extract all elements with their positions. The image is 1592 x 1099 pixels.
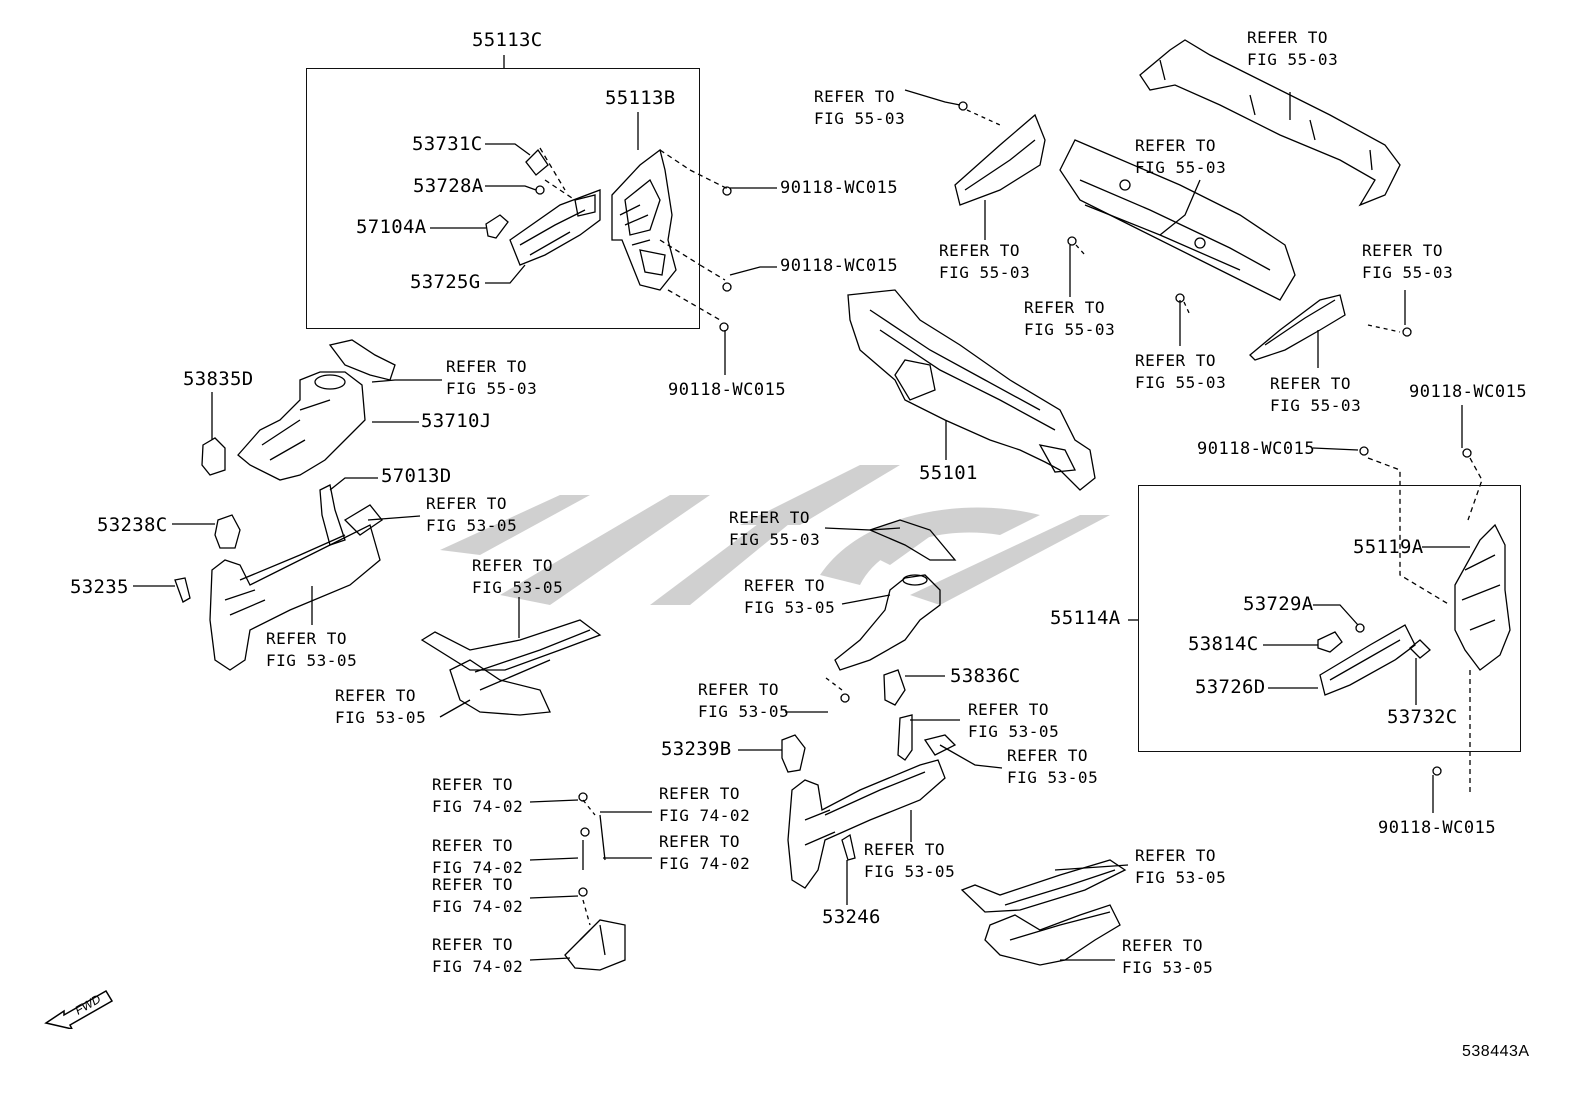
part-label-53238C: 53238C (97, 514, 168, 536)
part-53238C-drawing (214, 514, 241, 549)
refer-fig-55-03[interactable]: REFER TO FIG 55-03 (729, 508, 821, 549)
cowl-side-right (1249, 294, 1346, 361)
group-box-55114A (1138, 485, 1521, 752)
part-55101-drawing (847, 289, 1096, 491)
refer-fig-55-03[interactable]: REFER TO FIG 55-03 (1362, 241, 1454, 282)
part-label-53726D: 53726D (1195, 676, 1266, 698)
part-label-53835D: 53835D (183, 368, 254, 390)
part-label-90118-e: 90118-WC015 (1197, 439, 1316, 459)
part-label-53729A: 53729A (1243, 593, 1314, 615)
refer-fig-55-03[interactable]: REFER TO FIG 55-03 (1135, 136, 1227, 177)
part-53246-drawing (841, 833, 856, 861)
part-label-53235: 53235 (70, 576, 129, 598)
part-label-55113B: 55113B (605, 87, 676, 109)
engine-mount-drawing (564, 792, 626, 971)
refer-fig-53-05[interactable]: REFER TO FIG 53-05 (1122, 936, 1214, 977)
refer-fig-74-02[interactable]: REFER TO FIG 74-02 (432, 935, 524, 976)
refer-fig-53-05[interactable]: REFER TO FIG 53-05 (426, 494, 518, 535)
part-label-53239B: 53239B (661, 738, 732, 760)
front-side-member-right (787, 714, 957, 889)
refer-fig-53-05[interactable]: REFER TO FIG 53-05 (472, 556, 564, 597)
part-label-53731C: 53731C (412, 133, 483, 155)
part-53235-drawing (174, 577, 191, 603)
refer-fig-55-03[interactable]: REFER TO FIG 55-03 (814, 87, 906, 128)
part-label-90118-f: 90118-WC015 (1378, 818, 1497, 838)
refer-fig-55-03[interactable]: REFER TO FIG 55-03 (1270, 374, 1362, 415)
part-53725G-drawing (509, 189, 601, 266)
leader-lines (133, 55, 1470, 961)
refer-fig-74-02[interactable]: REFER TO FIG 74-02 (432, 875, 524, 916)
part-53726D-drawing (1319, 624, 1416, 696)
watermark-logo (440, 465, 1110, 605)
part-53732C-drawing (1409, 639, 1431, 659)
cowl-panel-upper (1139, 39, 1401, 207)
refer-fig-53-05[interactable]: REFER TO FIG 53-05 (744, 576, 836, 617)
part-53731C-drawing (525, 148, 549, 176)
part-label-90118-a: 90118-WC015 (780, 178, 899, 198)
part-label-57104A: 57104A (356, 216, 427, 238)
part-label-53732C: 53732C (1387, 706, 1458, 728)
part-label-57013D: 57013D (381, 465, 452, 487)
part-53814C-drawing (1317, 631, 1343, 653)
part-label-53710J: 53710J (421, 410, 492, 432)
part-label-55113C: 55113C (472, 29, 543, 51)
part-label-90118-c: 90118-WC015 (668, 380, 787, 400)
part-57104A-drawing (485, 214, 509, 239)
part-label-53246: 53246 (822, 906, 881, 928)
part-label-53728A: 53728A (413, 175, 484, 197)
part-label-55114A: 55114A (1050, 607, 1121, 629)
group-box-55113C (306, 68, 700, 329)
part-53835D-drawing (201, 437, 226, 476)
refer-fig-53-05[interactable]: REFER TO FIG 53-05 (335, 686, 427, 727)
refer-fig-74-02[interactable]: REFER TO FIG 74-02 (659, 832, 751, 873)
part-53729A-drawing (1355, 623, 1365, 633)
refer-fig-74-02[interactable]: REFER TO FIG 74-02 (659, 784, 751, 825)
cowl-side-left (954, 113, 1046, 206)
part-label-55119A: 55119A (1353, 536, 1424, 558)
part-label-55101: 55101 (919, 462, 978, 484)
part-53710J-drawing (237, 339, 396, 481)
refer-fig-55-03[interactable]: REFER TO FIG 55-03 (446, 357, 538, 398)
floor-rail-left (420, 619, 602, 716)
floor-rail-right (960, 859, 1127, 966)
refer-fig-55-03[interactable]: REFER TO FIG 55-03 (939, 241, 1031, 282)
refer-fig-53-05[interactable]: REFER TO FIG 53-05 (1135, 846, 1227, 887)
bolt-icon (719, 101, 1472, 776)
part-label-53836C: 53836C (950, 665, 1021, 687)
part-label-53814C: 53814C (1188, 633, 1259, 655)
diagram-id: 538443A (1462, 1043, 1530, 1060)
part-53239B-drawing (781, 734, 806, 773)
part-label-90118-b: 90118-WC015 (780, 256, 899, 276)
front-side-member-left (209, 484, 383, 671)
refer-fig-53-05[interactable]: REFER TO FIG 53-05 (266, 629, 358, 670)
refer-fig-74-02[interactable]: REFER TO FIG 74-02 (432, 836, 524, 877)
refer-fig-53-05[interactable]: REFER TO FIG 53-05 (968, 700, 1060, 741)
refer-fig-55-03[interactable]: REFER TO FIG 55-03 (1024, 298, 1116, 339)
part-53836C-drawing (883, 669, 906, 706)
part-label-53725G: 53725G (410, 271, 481, 293)
refer-fig-53-05[interactable]: REFER TO FIG 53-05 (698, 680, 790, 721)
refer-fig-53-05[interactable]: REFER TO FIG 53-05 (864, 840, 956, 881)
fwd-arrow-icon: FWD (44, 989, 114, 1029)
center-strut-tower (834, 519, 957, 671)
refer-fig-55-03[interactable]: REFER TO FIG 55-03 (1247, 28, 1339, 69)
refer-fig-55-03[interactable]: REFER TO FIG 55-03 (1135, 351, 1227, 392)
part-55119A-drawing (1454, 523, 1511, 671)
refer-fig-53-05[interactable]: REFER TO FIG 53-05 (1007, 746, 1099, 787)
part-label-90118-d: 90118-WC015 (1409, 382, 1528, 402)
refer-fig-74-02[interactable]: REFER TO FIG 74-02 (432, 775, 524, 816)
